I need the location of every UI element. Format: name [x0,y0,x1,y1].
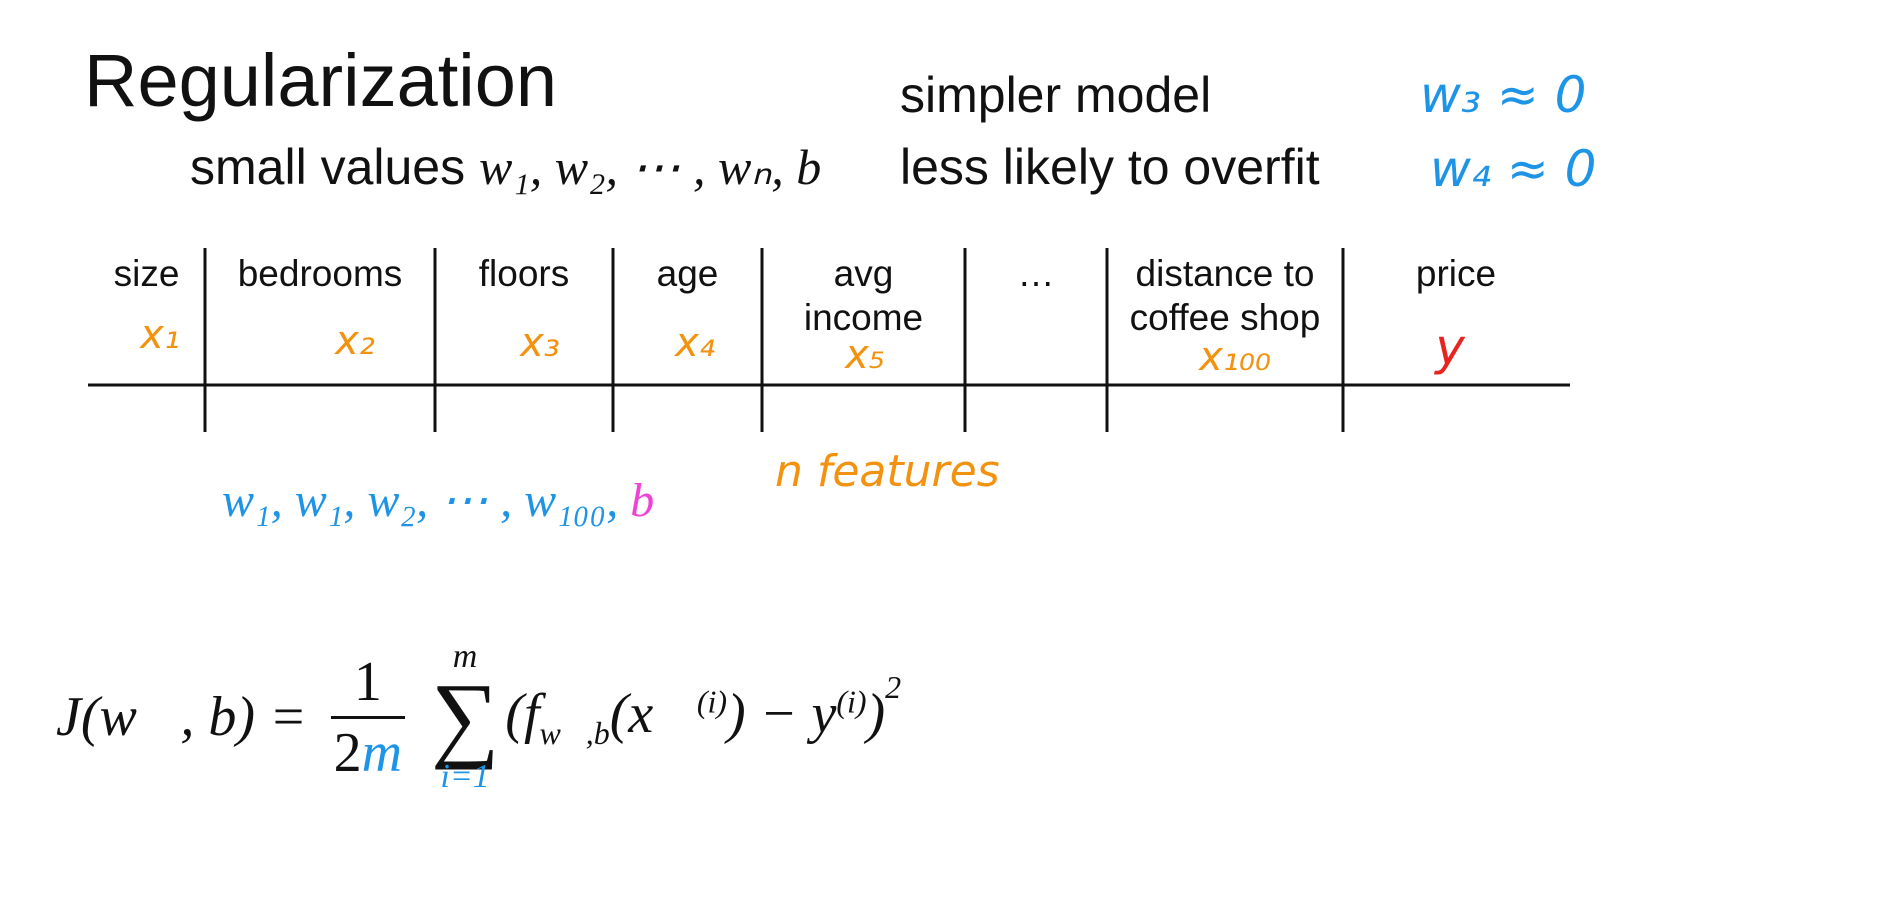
note-simpler-model: simpler model [900,67,1212,123]
subtitle-prefix: small values [190,139,466,195]
feature-x2: x₂ [335,318,375,364]
formula-body: (fw⃗,b(x⃗(i)) − y(i))2 [505,669,902,752]
sigma-symbol: ∑ [430,663,500,770]
sum-upper: m [452,638,478,675]
header-size: size [113,253,180,294]
fraction-bar [330,715,405,719]
n-features-note: n features [775,446,1000,497]
subtitle-vars: w₁, w₂, ⋯ , wₙ, b [479,139,822,195]
header-floors: floors [478,253,570,294]
formula-lhs: J(w⃗, b) = [56,686,307,749]
weights-w: w₁, w₁, w₂, ⋯ , w₁₀₀, [222,474,619,527]
header-bedrooms: bedrooms [237,253,403,294]
page-title: Regularization [84,39,558,122]
feature-x3: x₃ [520,320,560,366]
formula-fraction: 1 2m [330,650,405,785]
fraction-numerator: 1 [353,650,382,713]
target-y: y [1435,318,1465,376]
feature-x4: x₄ [675,320,715,366]
fraction-denominator: 2m [333,721,403,784]
feature-x5: x₅ [845,332,885,378]
weights-b: b [630,474,655,527]
handwritten-w3: w₃ ≈ 0 [1420,66,1587,124]
note-overfit: less likely to overfit [900,139,1320,195]
feature-x1: x₁ [140,312,180,358]
summation: m ∑ i=1 [431,640,499,794]
sum-lower: i=1 [440,758,490,796]
header-price: price [1415,253,1497,294]
handwritten-w4: w₄ ≈ 0 [1430,140,1597,198]
header-age: age [656,253,719,294]
header-ellipsis: … [1017,253,1055,294]
cost-function-formula: J(w⃗, b) = 1 2m m ∑ i=1 (fw⃗,b(x⃗(i)) − … [56,640,901,794]
header-avg-income: avg income [803,253,924,339]
feature-x100: x₁₀₀ [1199,334,1271,380]
weights-list: w₁, w₁, w₂, ⋯ , w₁₀₀, b [222,472,654,528]
header-distance-coffee-shop: distance to coffee shop [1129,253,1321,339]
subtitle: small values w₁, w₂, ⋯ , wₙ, b [190,138,821,196]
